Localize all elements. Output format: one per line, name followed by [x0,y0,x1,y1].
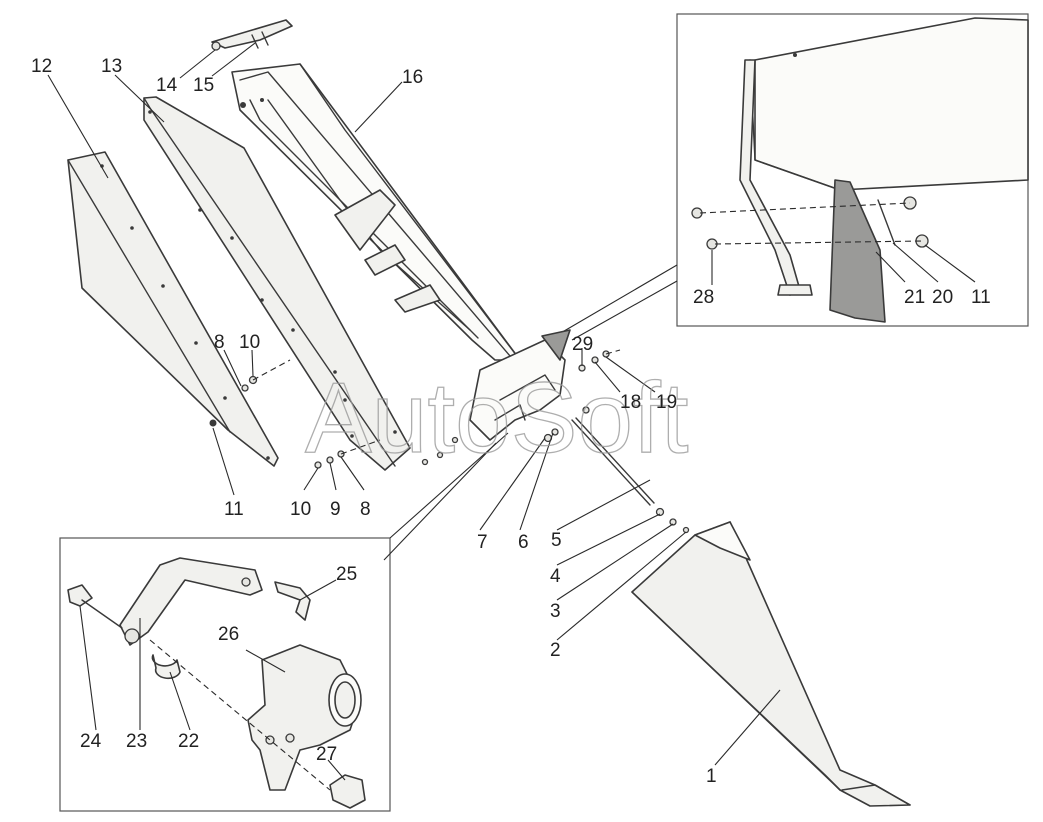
callout-27: 27 [316,744,337,765]
callout-6: 6 [518,532,529,553]
callout-labels: 1 2 3 4 5 6 7 8 8 9 10 10 11 11 12 13 14… [31,56,991,787]
inset-link-line [571,280,678,341]
callout-16: 16 [402,67,423,88]
callout-24: 24 [80,731,102,752]
inset-bottom-left-parts [67,557,366,809]
callout-2: 2 [550,640,561,661]
callout-18: 18 [620,392,641,413]
frame-weldment [231,63,521,361]
callout-11a: 11 [224,499,244,520]
inset-link-line [383,442,497,561]
callout-25: 25 [336,564,357,585]
callout-20: 20 [932,287,953,308]
callout-8a: 8 [214,332,225,353]
callout-5: 5 [551,530,562,551]
callout-8b: 8 [360,499,371,520]
divider-cone [631,521,911,807]
callout-9: 9 [330,499,341,520]
inset-top-right-parts [691,17,1029,323]
callout-15: 15 [193,75,214,96]
callout-13: 13 [101,56,122,77]
callout-1: 1 [706,766,717,787]
callout-22: 22 [178,731,199,752]
callout-10b: 10 [290,499,311,520]
inset-link-line [558,264,678,335]
side-sheet-outer [67,151,279,467]
rod [571,417,655,506]
callout-23: 23 [126,731,147,752]
callout-28: 28 [693,287,714,308]
watermark-text: AutoSoft [305,362,689,474]
callout-14: 14 [156,75,178,96]
leader-lines [47,42,976,781]
hub-casting [469,329,571,441]
callout-12: 12 [31,56,52,77]
clamp-bracket [211,19,293,51]
callout-11b: 11 [971,287,991,308]
callout-19: 19 [656,392,677,413]
callout-29: 29 [572,334,593,355]
callout-7: 7 [477,532,488,553]
callout-3: 3 [550,601,561,622]
callout-10a: 10 [239,332,260,353]
callout-26: 26 [218,624,239,645]
hardware-group [209,349,690,534]
callout-21: 21 [904,287,925,308]
callout-4: 4 [550,566,561,587]
